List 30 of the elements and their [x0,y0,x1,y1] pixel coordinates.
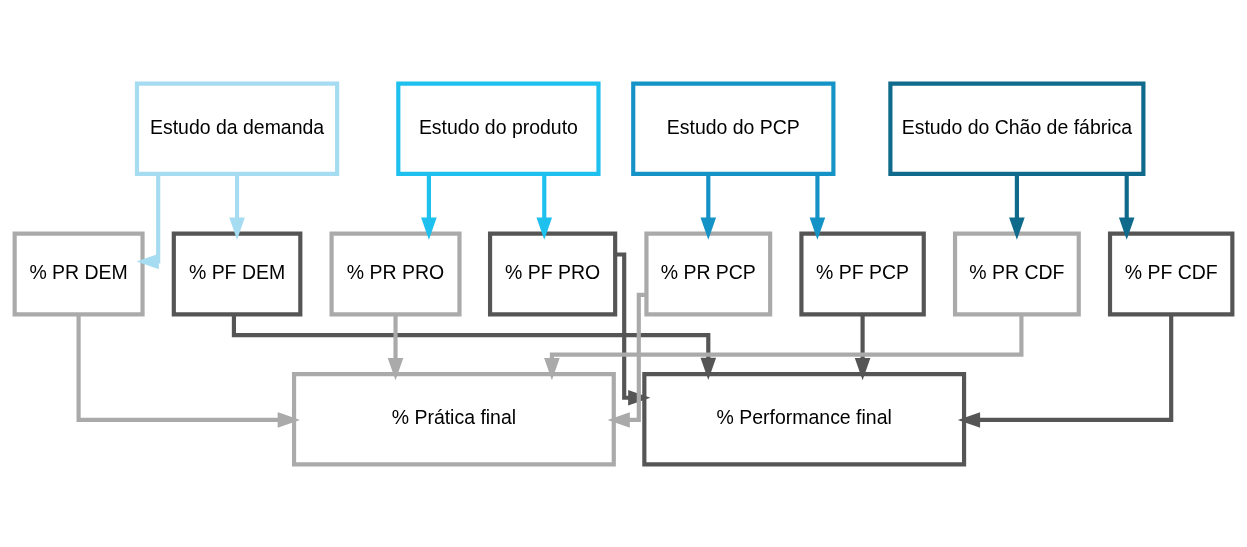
arrow [607,292,647,428]
arrow [76,314,300,428]
arrow [1118,173,1135,240]
node-box: % PF PRO [487,231,618,316]
node-box: Estudo do produto [396,80,601,176]
arrow [387,313,404,380]
node-box: % PR PRO [329,231,462,316]
arrow [421,173,437,240]
node-box: % PR DEM [12,231,145,316]
node-box: Estudo da demanda [134,80,340,176]
node-box: Estudo do Chão de fábrica [888,80,1146,176]
node-box: % PR PCP [644,231,773,316]
arrow [957,314,1174,428]
arrow [536,173,553,240]
node-box: Estudo do PCP [631,80,836,176]
node-box: % PF DEM [171,231,303,316]
arrow [136,173,161,269]
arrow [229,173,245,240]
arrow [700,173,717,240]
arrow [854,313,871,380]
arrow [809,173,826,240]
arrow [615,251,651,405]
node-box: % PR CDF [952,231,1081,316]
arrow [231,313,717,380]
arrow [1009,173,1025,240]
node-box: % Performance final [642,371,967,467]
node-box: % Prática final [291,371,616,467]
node-box: % PF CDF [1107,231,1235,316]
arrow [544,313,1024,380]
node-box: % PF PCP [799,231,926,316]
